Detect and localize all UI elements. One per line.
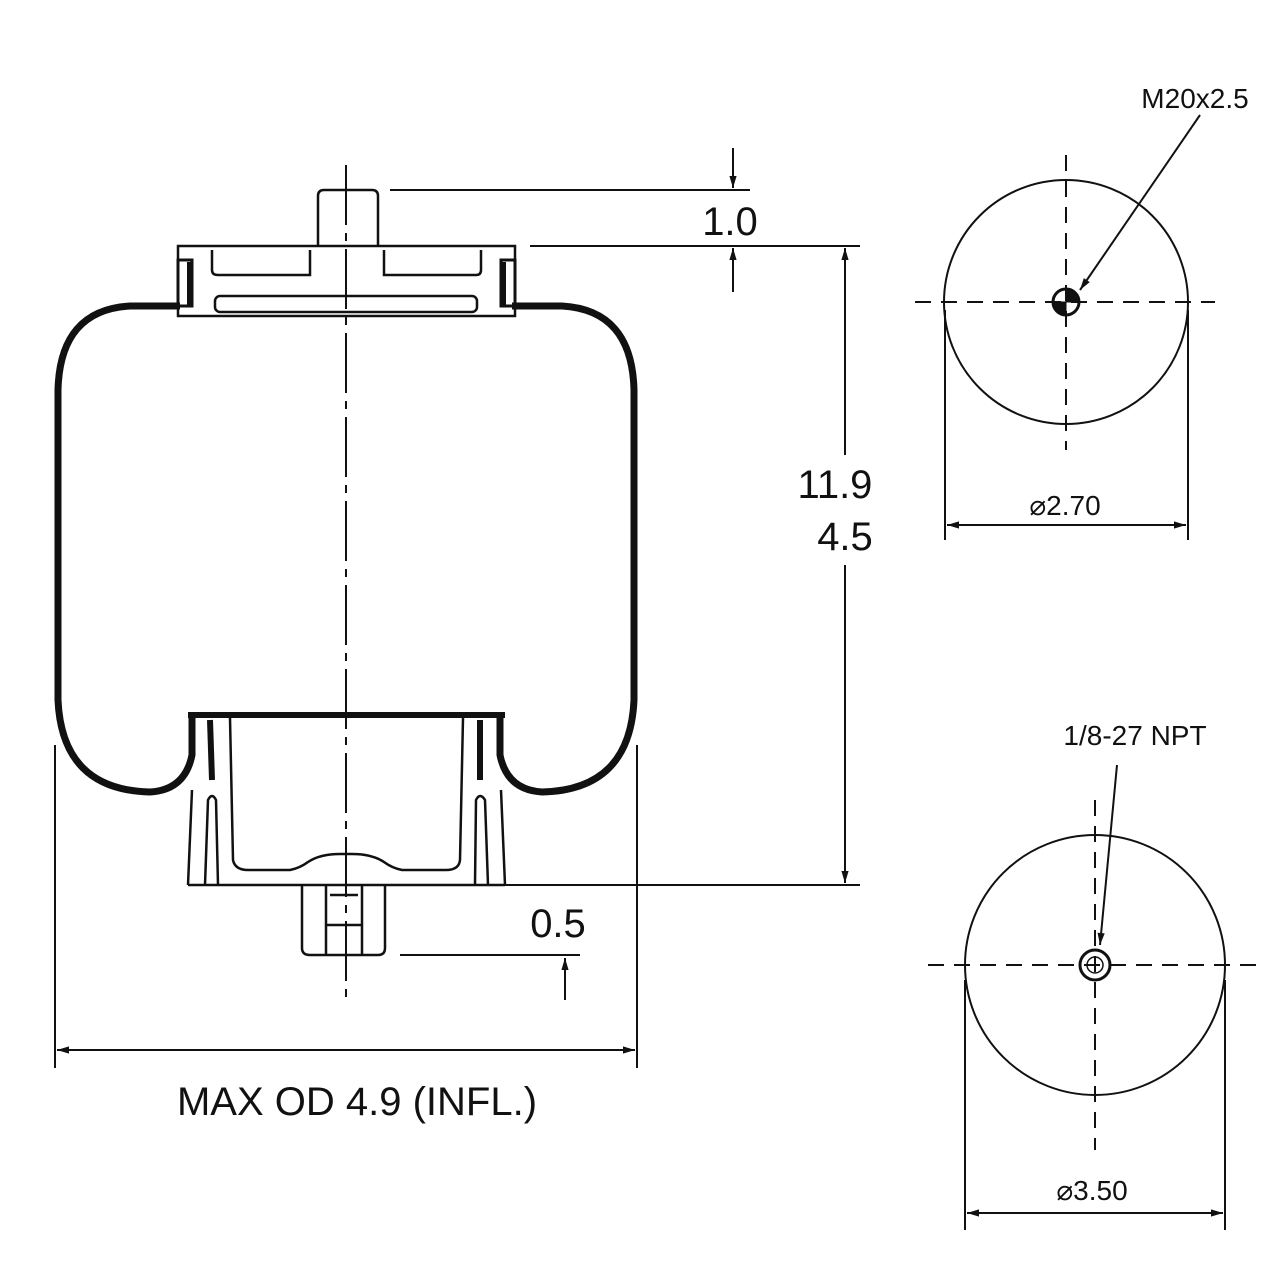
dim-height-min: 4.5 [817, 515, 873, 559]
dim-top-offset-label: 1.0 [702, 200, 758, 244]
dim-bottom-offset-label: 0.5 [530, 902, 586, 946]
top-thread-callout: M20x2.5 [1141, 83, 1248, 114]
bottom-diameter-label: ⌀3.50 [1056, 1175, 1127, 1206]
bottom-piston-view [928, 764, 1265, 1230]
dim-max-od [54, 745, 638, 1068]
piston [186, 712, 507, 957]
dim-bottom-offset [400, 954, 580, 1000]
dim-top-offset [390, 148, 860, 292]
dim-height-max: 11.9 [798, 463, 873, 507]
top-diameter-label: ⌀2.70 [1029, 490, 1100, 521]
dim-height [505, 248, 860, 886]
dim-max-od-label: MAX OD 4.9 (INFL.) [177, 1080, 537, 1124]
bellows-side-view [54, 302, 638, 796]
top-plate-view [915, 114, 1215, 540]
bottom-port-callout: 1/8-27 NPT [1063, 720, 1206, 751]
top-bead-plate [176, 188, 517, 318]
